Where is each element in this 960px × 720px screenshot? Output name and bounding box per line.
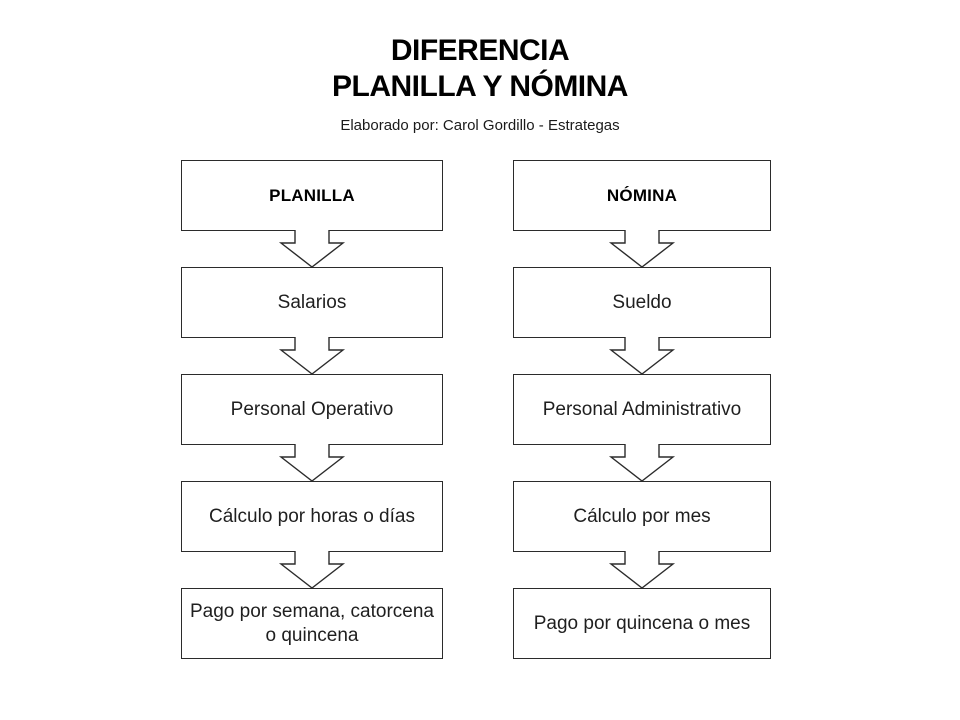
flow-column-nomina: NÓMINA Sueldo Personal Administrativo Cá… bbox=[513, 160, 771, 659]
author-subtitle: Elaborado por: Carol Gordillo - Estrateg… bbox=[340, 117, 620, 134]
box-planilla-header: PLANILLA bbox=[181, 160, 443, 231]
down-arrow-icon bbox=[513, 444, 771, 482]
title-line-1: DIFERENCIA bbox=[390, 34, 570, 67]
box-planilla-salarios: Salarios bbox=[181, 267, 443, 338]
down-arrow-icon bbox=[181, 551, 443, 589]
page-title: DIFERENCIA PLANILLA Y NÓMINA bbox=[0, 33, 960, 105]
flow-column-planilla: PLANILLA Salarios Personal Operativo Cál… bbox=[181, 160, 443, 659]
box-nomina-sueldo: Sueldo bbox=[513, 267, 771, 338]
box-nomina-personal: Personal Administrativo bbox=[513, 374, 771, 445]
down-arrow-icon bbox=[181, 230, 443, 268]
down-arrow-icon bbox=[513, 230, 771, 268]
box-planilla-personal: Personal Operativo bbox=[181, 374, 443, 445]
box-planilla-pago: Pago por semana, catorcena o quincena bbox=[181, 588, 443, 659]
box-nomina-header: NÓMINA bbox=[513, 160, 771, 231]
down-arrow-icon bbox=[181, 444, 443, 482]
down-arrow-icon bbox=[513, 551, 771, 589]
down-arrow-icon bbox=[513, 337, 771, 375]
box-planilla-calculo: Cálculo por horas o días bbox=[181, 481, 443, 552]
down-arrow-icon bbox=[181, 337, 443, 375]
box-nomina-calculo: Cálculo por mes bbox=[513, 481, 771, 552]
box-nomina-pago: Pago por quincena o mes bbox=[513, 588, 771, 659]
title-line-2: PLANILLA Y NÓMINA bbox=[332, 70, 628, 103]
